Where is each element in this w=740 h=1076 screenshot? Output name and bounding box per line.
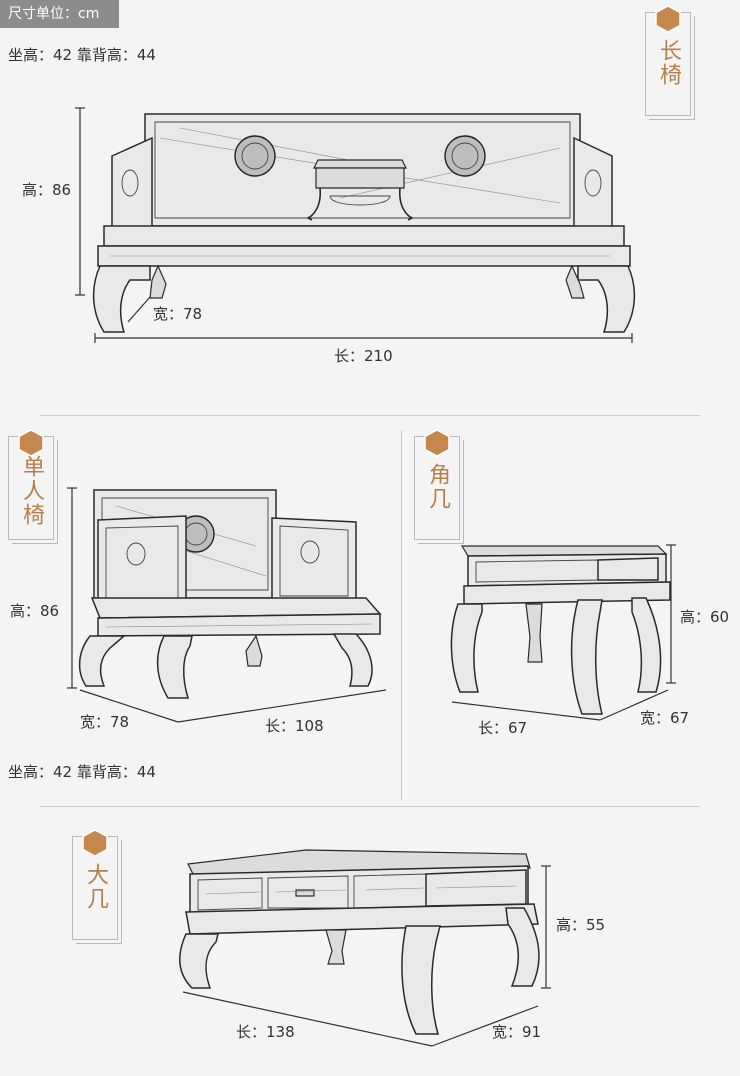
sofa-height-label: 高：86	[22, 181, 72, 199]
armchair-seat-note: 坐高：42 靠背高：44	[8, 763, 156, 781]
unit-label: 尺寸单位：cm	[0, 0, 119, 28]
coffee-table-tag-text: 大几	[83, 863, 108, 911]
sofa-length-label: 长：210	[334, 347, 393, 365]
corner-table-dimension-lines	[451, 544, 676, 721]
armchair-height-label: 高：86	[10, 602, 60, 620]
sofa-dimension-lines	[75, 107, 633, 343]
hexagon-icon	[82, 829, 108, 857]
armchair-length-label: 长：108	[265, 717, 324, 735]
armchair-illustration	[78, 489, 382, 699]
coffee-table-height-label: 高：55	[556, 916, 606, 934]
corner-table-illustration	[450, 545, 671, 715]
corner-table-tag-text: 角几	[425, 463, 450, 511]
armchair-width-label: 宽：78	[80, 713, 130, 731]
coffee-table-length-label: 长：138	[236, 1023, 295, 1041]
coffee-table-width-label: 宽：91	[492, 1023, 542, 1041]
sofa-illustration	[92, 113, 636, 333]
coffee-table-tag: 大几	[72, 829, 122, 944]
coffee-table-illustration	[179, 849, 540, 1035]
divider-vertical	[401, 430, 402, 800]
sofa-width-label: 宽：78	[153, 305, 203, 323]
corner-table-width-label: 宽：67	[640, 709, 690, 727]
divider-bottom	[40, 806, 700, 807]
armchair-tag: 单人椅	[8, 429, 58, 544]
hexagon-icon	[18, 429, 44, 457]
corner-table-height-label: 高：60	[680, 608, 730, 626]
sofa-tag-text: 长椅	[656, 39, 681, 87]
hexagon-icon	[424, 429, 450, 457]
corner-table-length-label: 长：67	[478, 719, 528, 737]
hexagon-icon	[655, 5, 681, 33]
armchair-tag-text: 单人椅	[19, 455, 44, 527]
armchair-dimension-lines	[67, 487, 387, 723]
sofa-seat-note: 坐高：42 靠背高：44	[8, 46, 156, 64]
divider-top	[40, 415, 700, 416]
